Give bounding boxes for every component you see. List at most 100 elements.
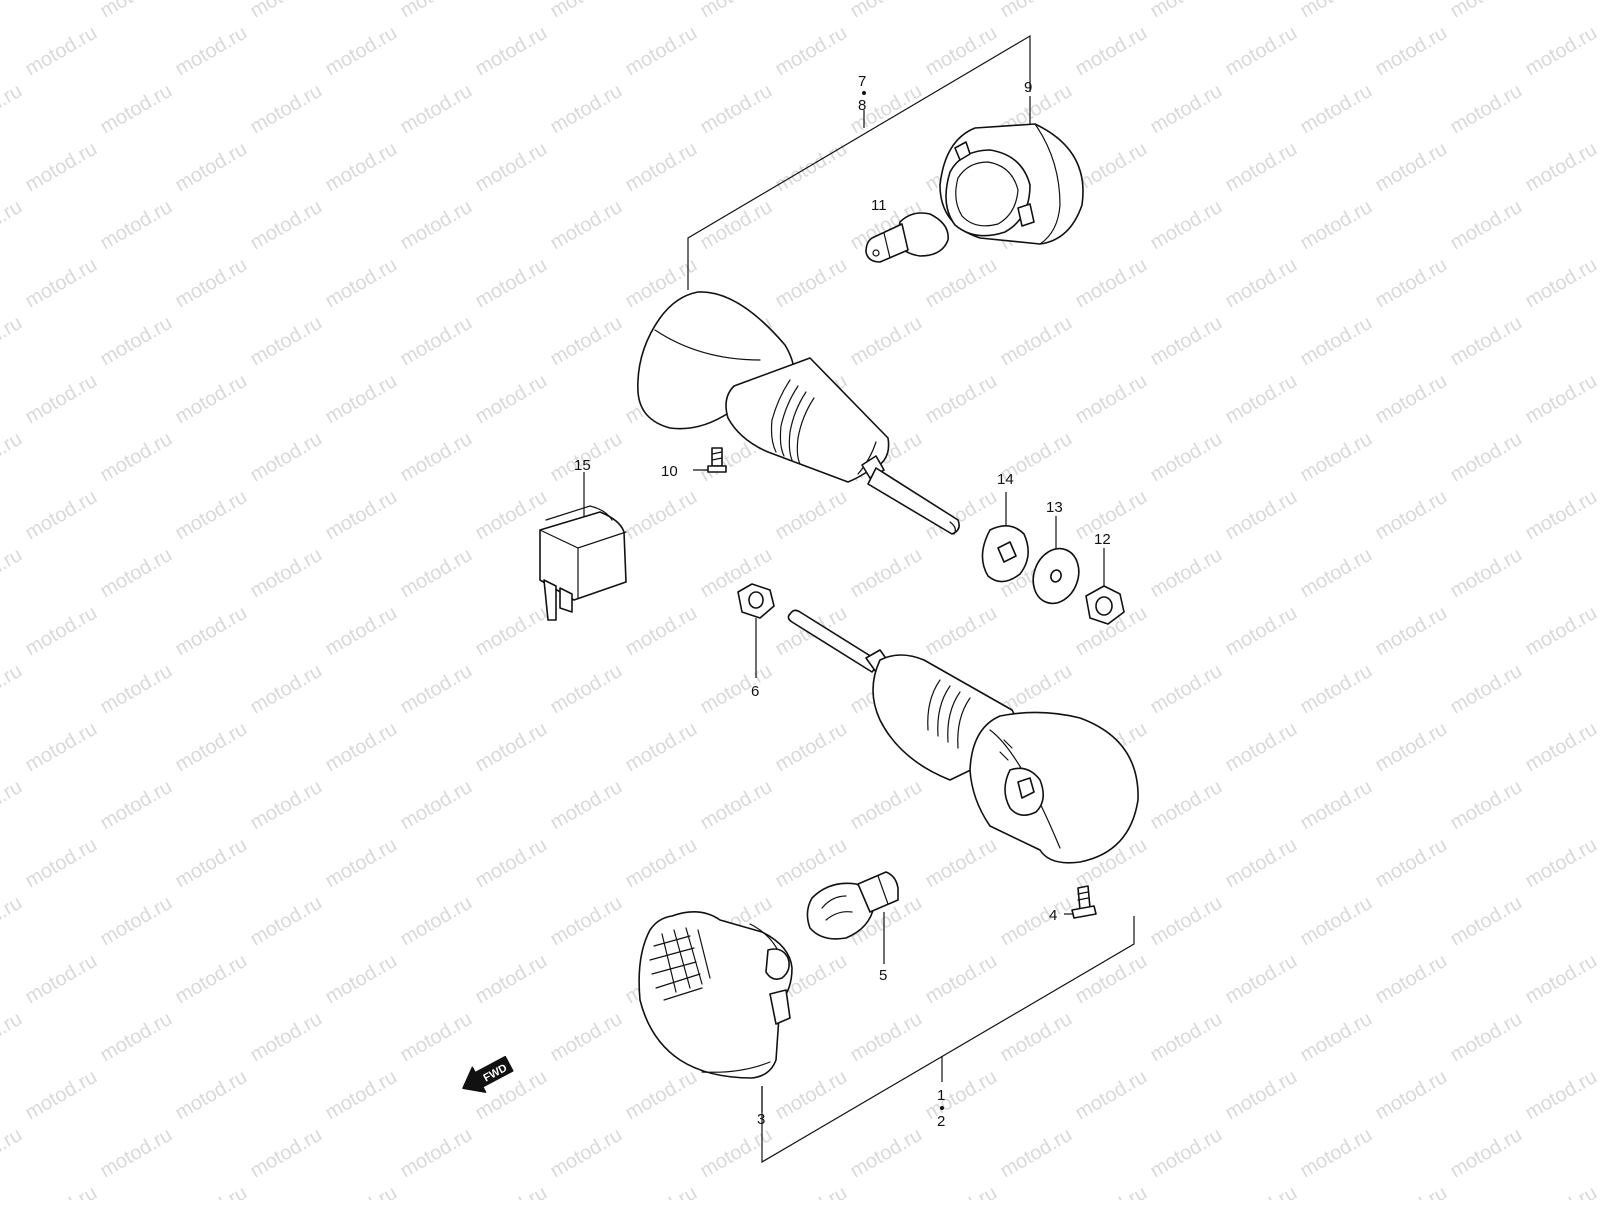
watermark-text: motod.ru (547, 892, 626, 951)
watermark-text: motod.ru (1597, 428, 1600, 487)
watermark-text: motod.ru (1147, 0, 1226, 22)
callout-dot-7-8 (862, 91, 866, 95)
watermark-text: motod.ru (397, 80, 476, 139)
watermark-text: motod.ru (622, 486, 701, 545)
watermark-text: motod.ru (472, 370, 551, 429)
watermark-text: motod.ru (1147, 544, 1226, 603)
watermark-text: motod.ru (172, 486, 251, 545)
watermark-text: motod.ru (622, 834, 701, 893)
watermark-text: motod.ru (1372, 1066, 1451, 1125)
watermark-text: motod.ru (22, 138, 101, 197)
watermark-text: motod.ru (397, 892, 476, 951)
watermark-text: motod.ru (1522, 950, 1600, 1009)
watermark-text: motod.ru (172, 950, 251, 1009)
nut-12 (1086, 548, 1124, 624)
watermark-text: motod.ru (1522, 1066, 1600, 1125)
watermark-text: motod.ru (22, 950, 101, 1009)
watermark-text: motod.ru (22, 486, 101, 545)
callout-11: 11 (871, 197, 887, 214)
watermark-text: motod.ru (1522, 1182, 1600, 1200)
watermark-text: motod.ru (697, 196, 776, 255)
watermark-text: motod.ru (772, 1066, 851, 1125)
watermark-text: motod.ru (1297, 0, 1376, 22)
watermark-text: motod.ru (1297, 80, 1376, 139)
watermark-text: motod.ru (397, 196, 476, 255)
watermark-text: motod.ru (922, 1066, 1001, 1125)
watermark-text: motod.ru (247, 196, 326, 255)
watermark-text: motod.ru (1447, 776, 1526, 835)
watermark-text: motod.ru (772, 138, 851, 197)
watermark-text: motod.ru (922, 834, 1001, 893)
watermark-text: motod.ru (622, 602, 701, 661)
watermark-text: motod.ru (1372, 486, 1451, 545)
watermark-text: motod.ru (172, 602, 251, 661)
relay-15 (540, 472, 626, 620)
watermark-text: motod.ru (172, 718, 251, 777)
watermark-text: motod.ru (247, 80, 326, 139)
watermark-text: motod.ru (1222, 486, 1301, 545)
callout-8: 8 (858, 97, 866, 114)
watermark-text: motod.ru (22, 370, 101, 429)
watermark-text: motod.ru (97, 892, 176, 951)
watermark-text: motod.ru (1222, 254, 1301, 313)
watermark-text: motod.ru (622, 22, 701, 81)
watermark-text: motod.ru (1372, 370, 1451, 429)
watermark-text: motod.ru (1372, 138, 1451, 197)
callout-15: 15 (574, 457, 591, 474)
callout-12: 12 (1094, 531, 1111, 548)
callout-3: 3 (757, 1111, 765, 1128)
watermark-text: motod.ru (172, 254, 251, 313)
watermark-text: motod.ru (0, 196, 26, 255)
watermark-text: motod.ru (1147, 80, 1226, 139)
watermark-text: motod.ru (1597, 312, 1600, 371)
watermark-text: motod.ru (172, 22, 251, 81)
watermark-text: motod.ru (247, 0, 326, 22)
watermark-text: motod.ru (697, 0, 776, 22)
bracket-1-2 (762, 916, 1134, 1162)
watermark-text: motod.ru (1297, 1124, 1376, 1183)
watermark-text: motod.ru (547, 0, 626, 22)
watermark-text: motod.ru (1072, 1182, 1151, 1200)
watermark-text: motod.ru (472, 834, 551, 893)
watermark-text: motod.ru (0, 892, 26, 951)
callout-2: 2 (937, 1113, 945, 1130)
watermark-text: motod.ru (1297, 196, 1376, 255)
watermark-text: motod.ru (397, 428, 476, 487)
watermark-text: motod.ru (97, 312, 176, 371)
watermark-text: motod.ru (1372, 254, 1451, 313)
watermark-text: motod.ru (1072, 1066, 1151, 1125)
watermark-text: motod.ru (172, 1182, 251, 1200)
watermark-text: motod.ru (172, 370, 251, 429)
watermark-text: motod.ru (1372, 22, 1451, 81)
watermark-text: motod.ru (1447, 544, 1526, 603)
watermark-text: motod.ru (847, 1008, 926, 1067)
watermark-text: motod.ru (547, 1124, 626, 1183)
watermark-text: motod.ru (97, 0, 176, 22)
watermark-text: motod.ru (622, 1066, 701, 1125)
watermark-text: motod.ru (322, 718, 401, 777)
watermark-text: motod.ru (547, 776, 626, 835)
watermark-text: motod.ru (1222, 834, 1301, 893)
watermark-text: motod.ru (397, 660, 476, 719)
watermark-text: motod.ru (847, 1124, 926, 1183)
watermark-text: motod.ru (1447, 1008, 1526, 1067)
watermark-text: motod.ru (472, 138, 551, 197)
watermark-text: motod.ru (322, 950, 401, 1009)
watermark-text: motod.ru (1522, 486, 1600, 545)
watermark-text: motod.ru (0, 1124, 26, 1183)
watermark-text: motod.ru (697, 660, 776, 719)
watermark-text: motod.ru (322, 138, 401, 197)
watermark-text: motod.ru (322, 602, 401, 661)
callout-5: 5 (879, 967, 887, 984)
watermark-text: motod.ru (1297, 776, 1376, 835)
watermark-text: motod.ru (1597, 544, 1600, 603)
bulb-5 (807, 872, 898, 964)
watermark-text: motod.ru (1297, 428, 1376, 487)
watermark-text: motod.ru (397, 544, 476, 603)
watermark-text: motod.ru (1597, 1008, 1600, 1067)
watermark-text: motod.ru (1222, 370, 1301, 429)
watermark-text: motod.ru (1522, 22, 1600, 81)
watermark-text: motod.ru (97, 80, 176, 139)
watermark-text: motod.ru (1147, 1124, 1226, 1183)
